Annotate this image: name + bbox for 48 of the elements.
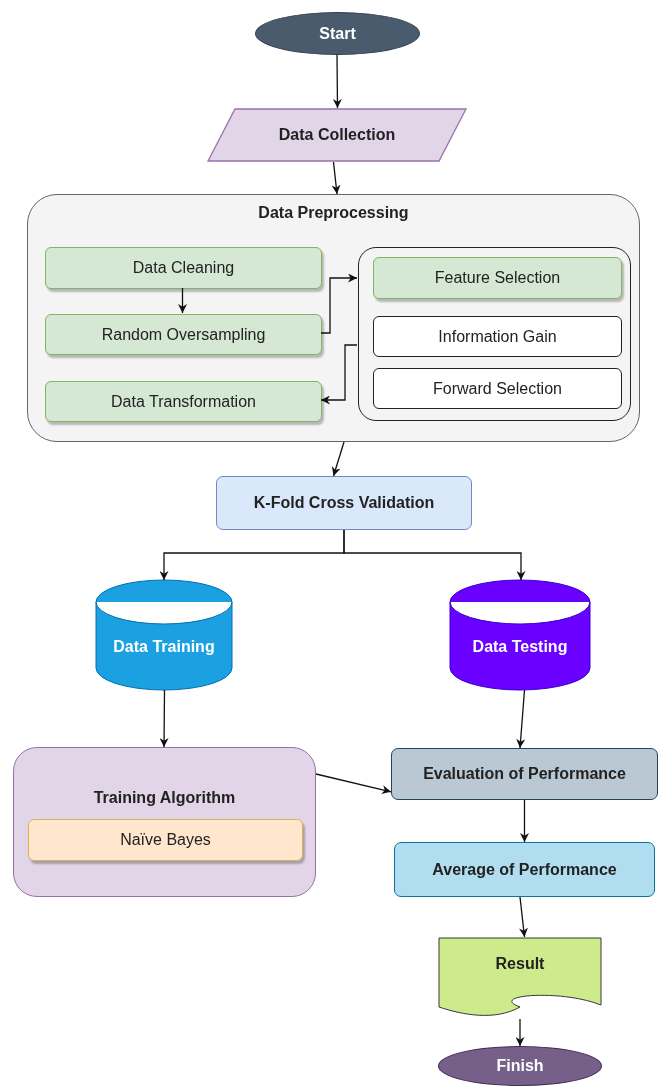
input-parallelogram [207, 108, 467, 162]
node-label: Forward Selection [433, 379, 562, 398]
arrow [519, 896, 528, 938]
process-box [394, 842, 655, 897]
group-title: Training Algorithm [93, 788, 236, 807]
process-box [28, 819, 303, 861]
document-shape [438, 937, 602, 1019]
node-label: Random Oversampling [101, 325, 266, 344]
arrow [315, 773, 392, 795]
group-title: Data Preprocessing [258, 203, 409, 222]
arrow [516, 689, 526, 749]
process-box [45, 247, 322, 289]
database-cylinder [95, 580, 233, 690]
process-box [45, 381, 322, 422]
node-label: Evaluation of Performance [423, 765, 626, 783]
database-cylinder [449, 580, 591, 690]
process-box [216, 476, 472, 530]
arrow [332, 54, 342, 109]
node-label: Finish [496, 1057, 544, 1075]
node-label: Start [319, 24, 356, 43]
process-box [373, 368, 622, 409]
node-label: Data Collection [278, 126, 396, 144]
node-label: K-Fold Cross Validation [253, 494, 435, 512]
node-label: Result [495, 955, 545, 973]
container-box [358, 247, 631, 421]
process-box [391, 748, 658, 800]
node-label: Feature Selection [434, 269, 561, 287]
process-box [373, 316, 622, 357]
group-panel [27, 194, 640, 442]
arrow [343, 529, 526, 581]
node-label: Data Testing [472, 638, 568, 656]
node-label: Naïve Bayes [120, 831, 211, 849]
node-label: Data Cleaning [132, 259, 235, 277]
arrow [320, 273, 358, 334]
arrow [178, 287, 187, 314]
node-label: Data Transformation [111, 392, 256, 411]
node-label: Information Gain [438, 327, 557, 346]
arrow [320, 344, 358, 405]
node-label: Average of Performance [432, 860, 617, 879]
arrow [159, 689, 169, 748]
node-label: Data Training [113, 638, 215, 656]
arrow [331, 161, 341, 195]
arrow [331, 441, 345, 477]
process-box [373, 257, 622, 299]
arrow [520, 799, 529, 843]
group-panel [13, 747, 316, 897]
process-box [45, 314, 322, 355]
arrow [515, 1018, 525, 1047]
